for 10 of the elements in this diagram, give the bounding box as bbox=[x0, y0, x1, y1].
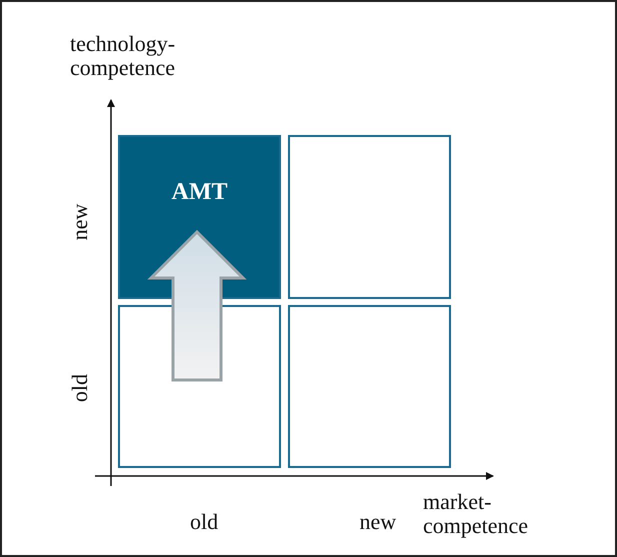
quadrant-box bbox=[288, 135, 451, 299]
quadrant-label: AMT bbox=[170, 179, 228, 206]
axis-label: new bbox=[360, 510, 396, 534]
block-arrow bbox=[147, 230, 247, 382]
axis-title: market- competence bbox=[423, 490, 530, 538]
quadrant-box bbox=[288, 305, 451, 468]
axis-title: technology- competence bbox=[70, 32, 176, 80]
axis-label: new bbox=[68, 204, 92, 240]
axis-label: old bbox=[190, 510, 218, 534]
axis-label: old bbox=[68, 374, 92, 402]
